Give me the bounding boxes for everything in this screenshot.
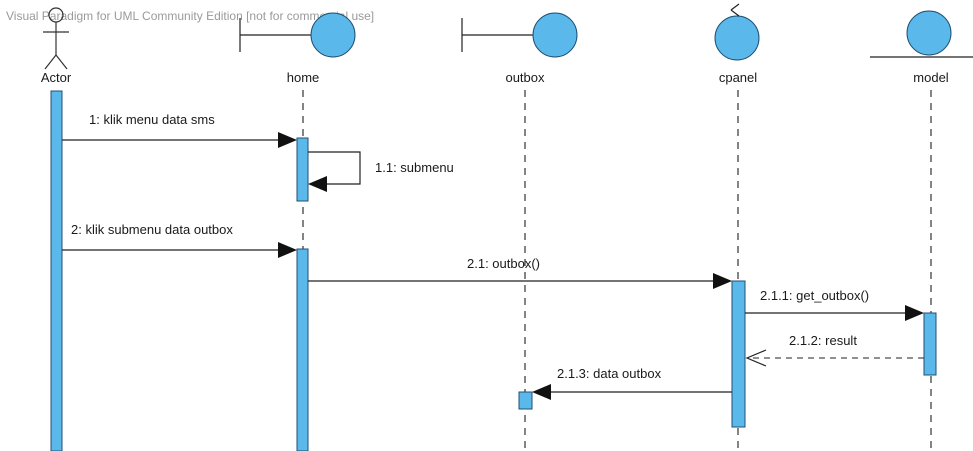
home-activation-1: [296, 137, 309, 202]
model-participant: model: [870, 10, 973, 85]
cpanel-activation: [731, 280, 746, 428]
message-2-1-1: 2.1.1: get_outbox(): [745, 288, 924, 321]
arrowhead-icon: [905, 305, 924, 321]
actor-activation: [50, 90, 63, 451]
boundary-circle-icon: [532, 12, 578, 58]
cpanel-label: cpanel: [719, 70, 757, 85]
arrowhead-icon: [278, 242, 297, 258]
message-label: 2.1.1: get_outbox(): [760, 288, 869, 303]
outbox-label: outbox: [505, 70, 545, 85]
model-label: model: [913, 70, 949, 85]
boundary-circle-icon: [310, 12, 356, 58]
message-label: 1: klik menu data sms: [89, 112, 215, 127]
arrowhead-icon: [713, 273, 732, 289]
watermark: Visual Paradigm for UML Community Editio…: [6, 9, 374, 23]
home-activation-2: [296, 248, 309, 451]
home-label: home: [287, 70, 320, 85]
model-activation: [923, 312, 937, 376]
outbox-participant: outbox: [461, 12, 578, 85]
message-label: 2: klik submenu data outbox: [71, 222, 233, 237]
actor-leg-right-icon: [55, 54, 68, 70]
actor-label: Actor: [41, 70, 72, 85]
actor-leg-left-icon: [44, 54, 57, 70]
self-message-line: [308, 151, 361, 185]
message-1-1: 1.1: submenu: [308, 151, 454, 192]
message-2-1: 2.1: outbox(): [308, 256, 732, 289]
control-circle-icon: [714, 15, 760, 61]
message-2-1-3: 2.1.3: data outbox: [532, 366, 732, 400]
arrowhead-icon: [532, 384, 551, 400]
arrowhead-icon: [308, 176, 327, 192]
control-arrow-icon: [730, 3, 740, 17]
message-label: 2.1.3: data outbox: [557, 366, 662, 381]
arrowhead-icon: [278, 132, 297, 148]
message-label: 2.1.2: result: [789, 333, 857, 348]
message-2-1-2: 2.1.2: result: [745, 333, 924, 367]
message-1: 1: klik menu data sms: [62, 112, 297, 148]
actor-participant: Actor: [41, 7, 72, 85]
entity-circle-icon: [906, 10, 952, 56]
message-2: 2: klik submenu data outbox: [62, 222, 297, 258]
home-participant: home: [239, 12, 356, 85]
message-label: 1.1: submenu: [375, 160, 454, 175]
open-arrowhead-icon: [745, 349, 767, 367]
outbox-activation: [518, 391, 533, 410]
cpanel-participant: cpanel: [714, 3, 760, 85]
message-label: 2.1: outbox(): [467, 256, 540, 271]
